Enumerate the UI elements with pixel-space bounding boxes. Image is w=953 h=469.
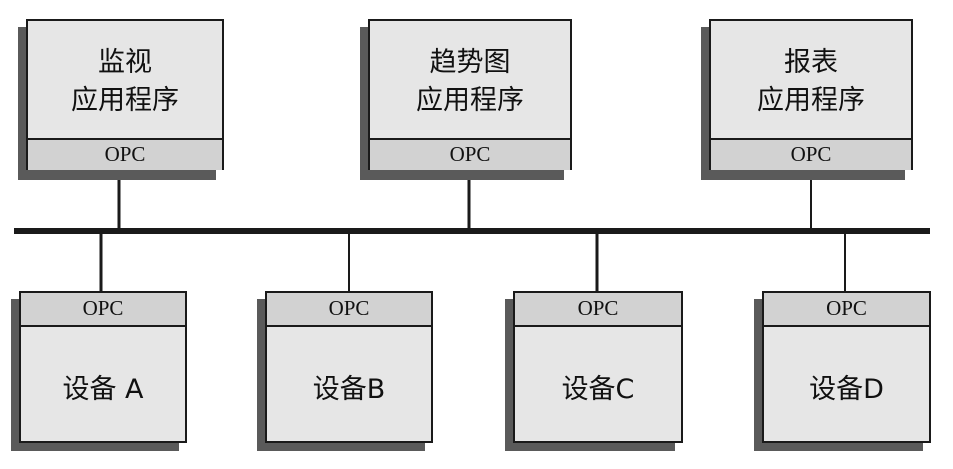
device-name: 设备B (312, 374, 386, 405)
app-title-line2: 应用程序 (757, 85, 865, 116)
device-name: 设备 A (62, 374, 144, 405)
opc-interface-label: OPC (267, 293, 431, 327)
device-block-c: OPC 设备C (505, 291, 683, 451)
opc-interface-label: OPC (711, 138, 911, 170)
device-block-a: OPC 设备 A (11, 291, 187, 451)
opc-interface-label: OPC (28, 138, 222, 170)
app-title-line2: 应用程序 (416, 85, 524, 116)
device-box: OPC 设备C (513, 291, 683, 443)
opc-interface-label: OPC (515, 293, 681, 327)
app-title-line1: 趋势图 (429, 47, 511, 78)
app-box: 监视 应用程序 OPC (26, 19, 224, 170)
device-block-b: OPC 设备B (257, 291, 433, 451)
app-title-line1: 监视 (98, 47, 152, 78)
app-title-line1: 报表 (784, 47, 838, 78)
app-title-line2: 应用程序 (71, 85, 179, 116)
app-block-report: 报表 应用程序 OPC (701, 19, 913, 180)
app-block-trend: 趋势图 应用程序 OPC (360, 19, 572, 180)
app-box: 趋势图 应用程序 OPC (368, 19, 572, 170)
opc-interface-label: OPC (764, 293, 929, 327)
opc-interface-label: OPC (21, 293, 185, 327)
device-box: OPC 设备 A (19, 291, 187, 443)
device-block-d: OPC 设备D (754, 291, 931, 451)
app-block-monitor: 监视 应用程序 OPC (18, 19, 224, 180)
device-box: OPC 设备D (762, 291, 931, 443)
opc-interface-label: OPC (370, 138, 570, 170)
app-box: 报表 应用程序 OPC (709, 19, 913, 170)
device-name: 设备D (809, 374, 884, 405)
device-name: 设备C (561, 374, 635, 405)
device-box: OPC 设备B (265, 291, 433, 443)
